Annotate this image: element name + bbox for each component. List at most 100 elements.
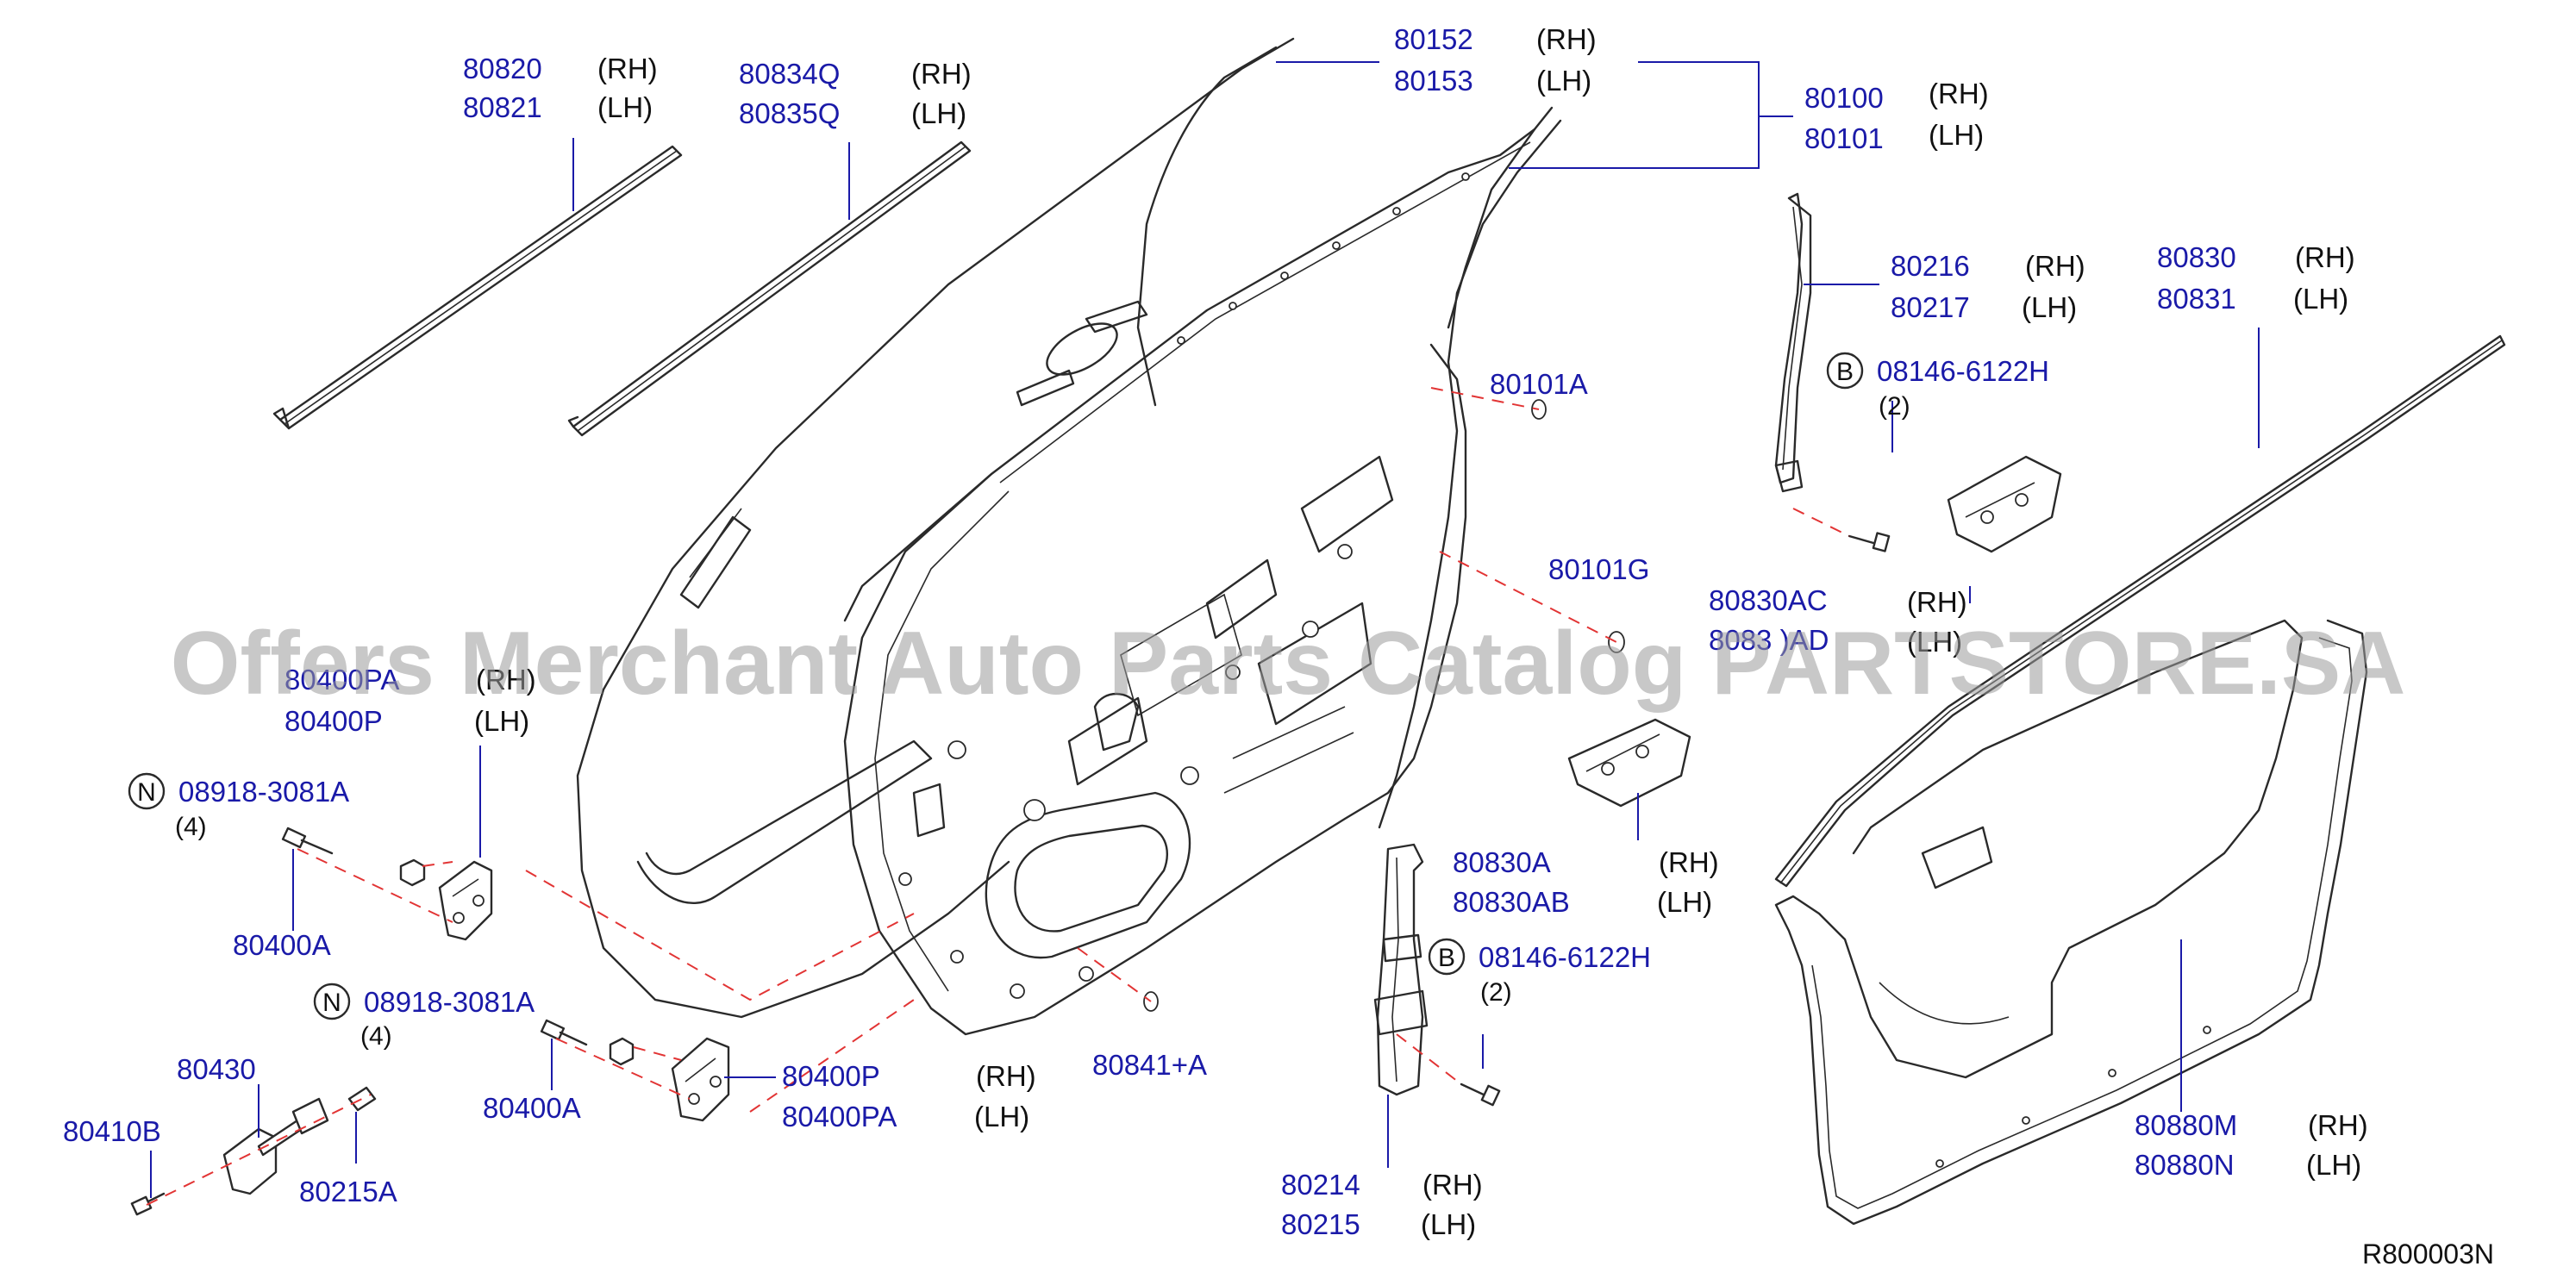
hinge-upper — [281, 827, 493, 941]
callout-part-number: 80830A — [1453, 846, 1551, 878]
callout-part-number: 80101 — [1804, 122, 1884, 154]
callout-80830: 80830 (RH) 80831 (LH) — [2157, 241, 2355, 315]
callout-part-number: 80153 — [1394, 65, 1473, 97]
callout-part-number: 80430 — [177, 1053, 256, 1085]
badge-letter: B — [1438, 944, 1455, 972]
callout-80216: 80216 (RH) 80217 (LH) — [1891, 250, 2085, 323]
fastener-part-number: 08918-3081A — [178, 776, 349, 808]
callout-part-number: 80101A — [1490, 368, 1588, 400]
belt-molding-outer — [272, 145, 683, 430]
callout-side: (RH) — [476, 664, 536, 696]
callout-part-number: 80880M — [2135, 1109, 2237, 1141]
callout-side: (RH) — [976, 1060, 1036, 1092]
fastener-qty: (4) — [175, 813, 207, 841]
fastener-qty: (2) — [1879, 392, 1910, 421]
fastener-qty: (4) — [360, 1022, 392, 1051]
callout-part-number: 80880N — [2135, 1149, 2235, 1181]
callout-part-number: 80400PA — [284, 664, 399, 696]
plug-80101G — [1608, 631, 1625, 653]
callout-side: (RH) — [911, 58, 972, 90]
callout-side: (LH) — [974, 1101, 1029, 1132]
fastener-bolt-lower: B 08146-6122H (2) — [1428, 938, 1651, 1007]
callout-side: (LH) — [2293, 283, 2348, 315]
callout-part-number: 80215 — [1281, 1208, 1360, 1240]
badge-letter: N — [322, 989, 341, 1017]
callout-80834Q: 80834Q (RH) 80835Q (LH) — [739, 58, 972, 129]
callout-80880M: 80880M (RH) 80880N (LH) — [2135, 1109, 2368, 1181]
callout-part-number: 80152 — [1394, 23, 1473, 55]
callout-part-number: 80831 — [2157, 283, 2236, 315]
nut-badge-icon — [128, 772, 166, 810]
callout-80400PA: 80400PA (RH) 80400P (LH) — [284, 664, 536, 737]
callout-part-number: 80830AB — [1453, 886, 1570, 918]
callout-side: (RH) — [2295, 241, 2355, 273]
callout-side: (RH) — [1422, 1169, 1483, 1201]
callout-80215A: 80215A — [299, 1176, 397, 1207]
callout-80152: 80152 (RH) 80153 (LH) — [1394, 23, 1597, 97]
callout-part-number: 80835Q — [739, 97, 840, 129]
door-sash-frame — [843, 106, 1562, 829]
door-seal — [1774, 619, 2368, 1226]
callout-part-number: 80214 — [1281, 1169, 1360, 1201]
callout-part-number: 80400A — [483, 1092, 581, 1124]
callout-part-number: 80410B — [63, 1115, 161, 1147]
callout-part-number: 80216 — [1891, 250, 1970, 282]
nut-badge-icon — [313, 983, 351, 1020]
callout-part-number: 80841+A — [1092, 1049, 1207, 1081]
callout-side: (RH) — [1907, 586, 1967, 618]
callout-part-number: 80215A — [299, 1176, 397, 1207]
callout-side: (RH) — [1929, 78, 1989, 109]
callout-80820: 80820 (RH) 80821 (LH) — [463, 53, 658, 123]
fastener-nut-upper: N 08918-3081A (4) — [128, 772, 349, 841]
callout-80830A: 80830A (RH) 80830AB (LH) — [1453, 846, 1719, 918]
callout-80100: 80100 (RH) 80101 (LH) — [1804, 78, 1989, 154]
callout-part-number: 80830AC — [1709, 584, 1828, 616]
callout-side: (LH) — [597, 91, 653, 123]
callout-side: (RH) — [2308, 1109, 2368, 1141]
division-channel-lower — [1373, 843, 1429, 1096]
bolt-badge-icon — [1826, 352, 1864, 390]
door-inner-panel — [843, 343, 1467, 1036]
callout-part-number: 80834Q — [739, 58, 840, 90]
door-weatherstrip-outer — [1774, 334, 2506, 888]
fastener-bolt-upper: B 08146-6122H (2) — [1826, 352, 2049, 421]
callout-side: (RH) — [597, 53, 658, 84]
belt-molding-inner — [567, 140, 972, 437]
fastener-part-number: 08146-6122H — [1479, 941, 1651, 973]
callout-part-number: 8083 )AD — [1709, 624, 1829, 656]
callout-part-number: 80400PA — [782, 1101, 897, 1132]
door-glass — [576, 37, 1295, 1019]
bolt-badge-icon — [1428, 938, 1466, 976]
callout-side: (LH) — [1536, 65, 1591, 97]
callout-part-number: 80400A — [233, 929, 331, 961]
callout-part-number: 80100 — [1804, 82, 1884, 114]
fastener-part-number: 08146-6122H — [1877, 355, 2049, 387]
callout-80841A: 80841+A — [1092, 1049, 1207, 1081]
callout-side: (LH) — [2022, 291, 2077, 323]
callout-side: (LH) — [2306, 1149, 2361, 1181]
callout-side: (LH) — [474, 705, 529, 737]
callout-side: (RH) — [1659, 846, 1719, 878]
fastener-nut-lower: N 08918-3081A (4) — [313, 983, 535, 1051]
callout-part-number: 80820 — [463, 53, 542, 84]
fastener-part-number: 08918-3081A — [364, 986, 535, 1018]
diagram-reference: R800003N — [2362, 1238, 2494, 1270]
callout-part-number: 80400P — [782, 1060, 880, 1092]
callout-side: (LH) — [1657, 886, 1712, 918]
callout-80830AC: 80830AC (RH) 8083 )AD (LH) — [1709, 584, 1967, 658]
division-channel-upper — [1774, 192, 1812, 493]
weatherstrip-clip-middle — [1567, 718, 1691, 808]
callout-part-number: 80217 — [1891, 291, 1970, 323]
callout-80101G: 80101G — [1548, 553, 1649, 585]
callout-side: (LH) — [1421, 1208, 1476, 1240]
callout-part-number: 80400P — [284, 705, 383, 737]
callout-80214: 80214 (RH) 80215 (LH) — [1281, 1169, 1483, 1240]
fastener-qty: (2) — [1480, 978, 1512, 1007]
badge-letter: N — [137, 778, 156, 807]
callout-80410B: 80410B — [63, 1115, 161, 1147]
callout-80400A-lower: 80400A — [483, 1092, 581, 1124]
bolt-lower-channel — [1460, 1082, 1501, 1107]
hinge-lower — [540, 1019, 730, 1122]
callout-80430: 80430 — [177, 1053, 256, 1085]
